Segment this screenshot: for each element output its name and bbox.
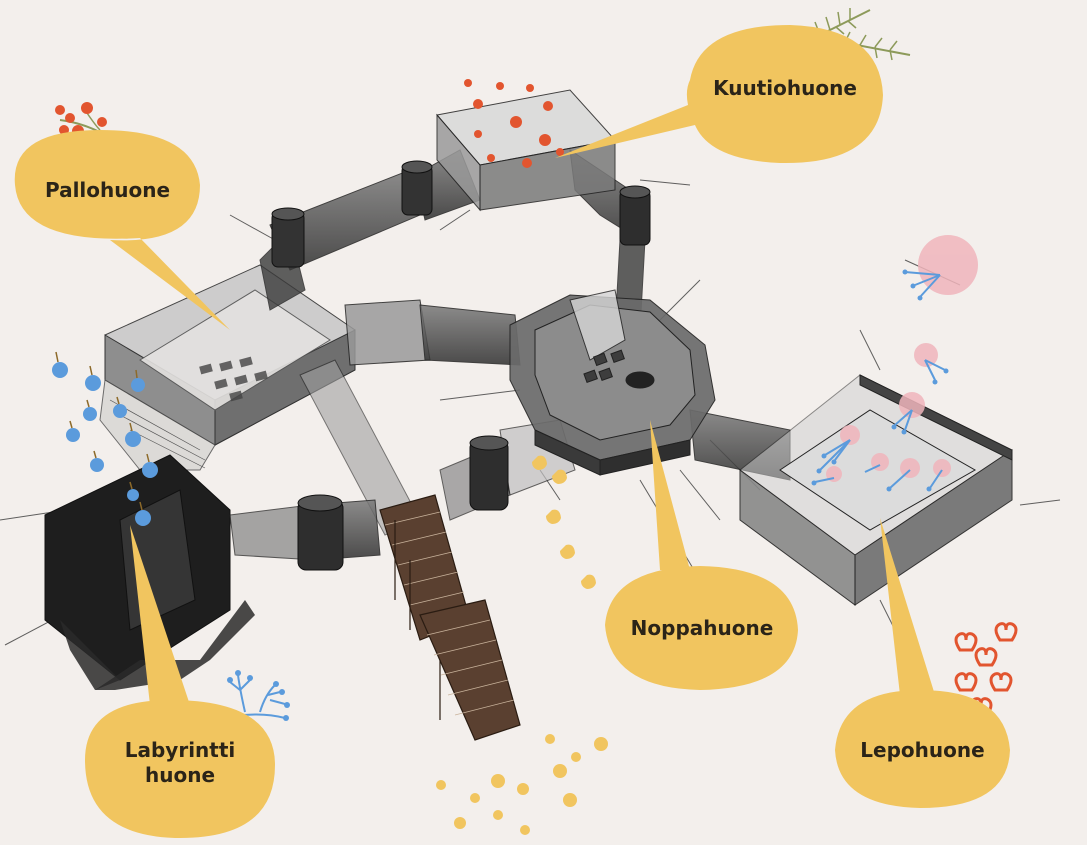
label-labyrintti-line2: huone <box>144 763 216 787</box>
callout-lepohuone <box>835 518 1010 808</box>
noppahuone-room <box>509 289 716 476</box>
label-labyrintti-line1: Labyrintti <box>124 738 236 762</box>
pink-flowers <box>811 235 978 492</box>
blue-berries <box>52 351 158 526</box>
red-dots <box>464 79 564 168</box>
label-pallohuone: Pallohuone <box>44 178 171 202</box>
tunnel-joints <box>271 160 651 571</box>
label-noppahuone: Noppahuone <box>630 616 774 640</box>
callout-labyrintti <box>85 525 275 839</box>
yellow-dots <box>436 734 608 835</box>
wooden-stairs <box>379 494 521 741</box>
kuutiohuone-room <box>436 89 616 212</box>
callout-kuutiohuone <box>555 25 883 164</box>
yellow-drops <box>532 455 596 589</box>
label-lepohuone: Lepohuone <box>860 738 985 762</box>
pallohuone-room <box>99 264 356 471</box>
label-kuutiohuone: Kuutiohuone <box>713 76 857 100</box>
callout-pallohuone <box>14 130 230 330</box>
label-labyrintti: Labyrintti huone <box>95 738 265 788</box>
callout-noppahuone <box>605 420 798 690</box>
lepohuone-room <box>739 374 1013 606</box>
